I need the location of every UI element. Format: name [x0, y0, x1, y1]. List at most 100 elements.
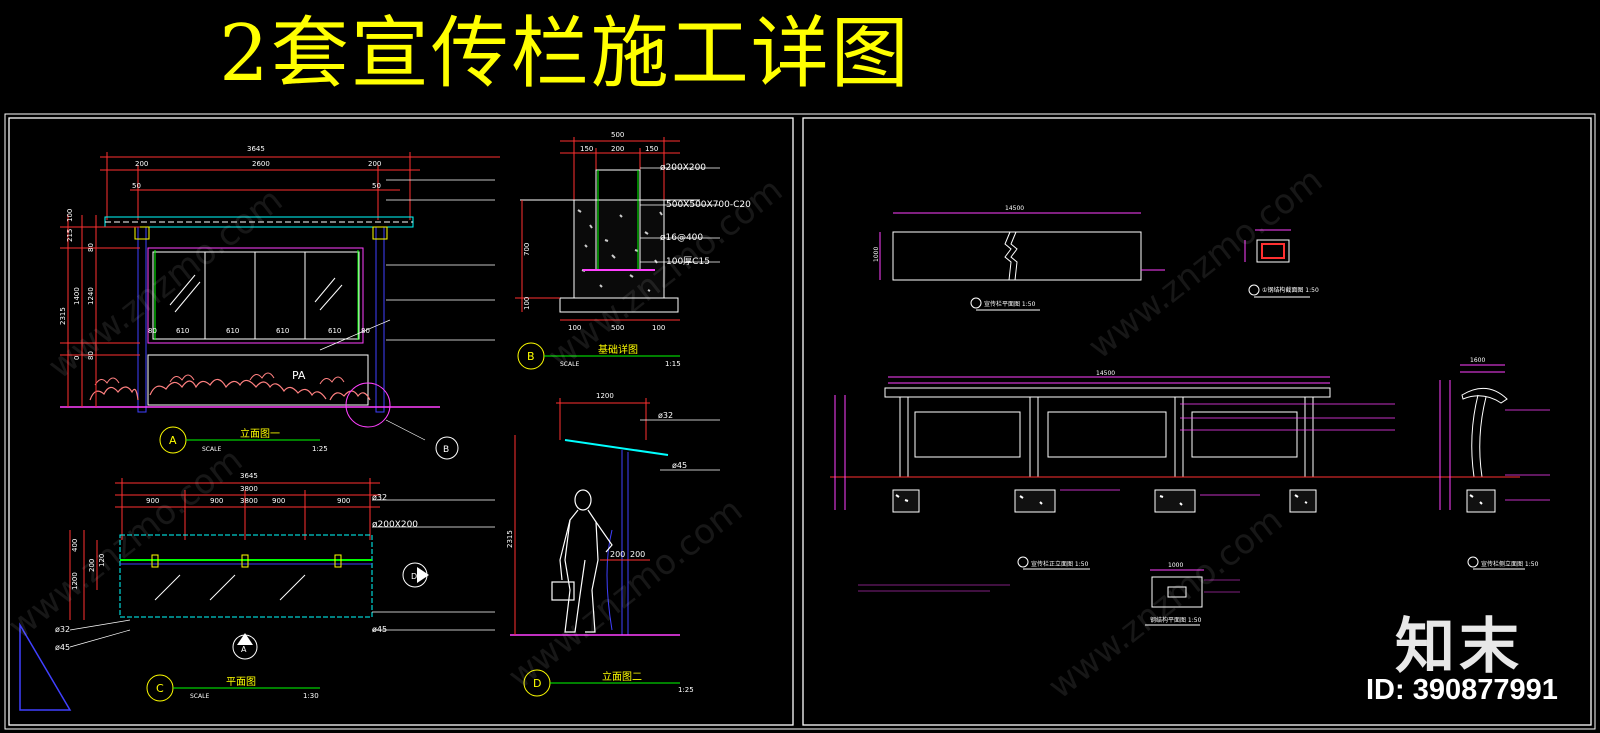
- elevation-1-text: 3645 200 2600 200 50 50 100 215 80 1240 …: [59, 145, 449, 455]
- dim-p4: 610: [276, 327, 289, 335]
- watermark-logo: 知末: [1395, 612, 1523, 682]
- dim-p2: 610: [176, 327, 189, 335]
- dim-p3: 610: [226, 327, 239, 335]
- elevation-2: [510, 398, 720, 697]
- dim-100: 100: [66, 209, 74, 222]
- label-pa: PA: [292, 369, 306, 382]
- plan-200: 200: [88, 559, 96, 572]
- fnd-b100a: 100: [568, 324, 581, 332]
- right-side-elevation: [1410, 364, 1550, 570]
- fnd-700: 700: [523, 243, 531, 256]
- marker-a: A: [169, 434, 177, 447]
- dim-200b: 200: [368, 160, 381, 168]
- fnd-100: 100: [523, 297, 531, 310]
- right-top-beam: [879, 212, 1165, 311]
- fnd-scale-word: SCALE: [560, 361, 579, 368]
- drawing-title: 2套宣传栏施工详图: [219, 9, 911, 99]
- plan-view: [19, 478, 495, 711]
- right-sheet-text: 14500 1000 宣传栏平面图 1:50 ①钢结构截面图 1:50 1450…: [873, 205, 1539, 624]
- elev2-scale: 1:25: [678, 686, 694, 694]
- dim-p6: 80: [361, 327, 370, 335]
- marker-c: C: [156, 682, 164, 695]
- dim-3645: 3645: [247, 145, 265, 153]
- outer-frame: [4, 113, 1596, 730]
- elev1-scale-word: SCALE: [202, 446, 221, 453]
- plan-900b: 900: [210, 497, 223, 505]
- right-sheet-frame: [802, 117, 1592, 726]
- fnd-note-3: ø16@400: [660, 233, 703, 243]
- plan-3800a: 3800: [240, 485, 258, 493]
- watermark-id: ID: 390877991: [1366, 674, 1558, 706]
- right-front-elevation: [830, 376, 1410, 592]
- ref-b: B: [443, 445, 449, 455]
- section-caption: ①钢结构截面图 1:50: [1262, 286, 1319, 294]
- plan-400: 400: [71, 539, 79, 552]
- plan-note-4: ø45: [55, 643, 70, 652]
- elev2-200b: 200: [630, 550, 645, 559]
- elev2-note-1: ø32: [658, 411, 673, 420]
- dim-p1: 80: [148, 327, 157, 335]
- elev2-1200: 1200: [596, 392, 614, 400]
- marker-d: D: [533, 677, 541, 690]
- svg-text:www.znzmo.com: www.znzmo.com: [1, 440, 250, 647]
- fnd-b100b: 100: [652, 324, 665, 332]
- front-dim: 14500: [1096, 370, 1115, 377]
- plan-ref-d: D: [411, 572, 417, 581]
- dim-0: 0: [73, 356, 81, 360]
- plan-name: 平面图: [226, 676, 256, 688]
- dim-215: 215: [66, 229, 74, 242]
- plan-note-1: ø32: [372, 493, 387, 502]
- fnd-note-2: 500X500X700-C20: [666, 200, 751, 210]
- plan-note-2: ø200X200: [372, 520, 418, 530]
- right-small-section: [1244, 229, 1310, 298]
- dim-50b: 50: [372, 182, 381, 190]
- elev2-name: 立面图二: [602, 670, 642, 683]
- plan-ref-a: A: [241, 645, 247, 654]
- svg-text:www.znzmo.com: www.znzmo.com: [41, 180, 290, 387]
- dim-p5: 610: [328, 327, 341, 335]
- beam-caption: 宣传栏平面图 1:50: [984, 300, 1036, 308]
- beam-side: 1000: [873, 247, 880, 262]
- foundation-detail: [515, 137, 720, 370]
- fnd-150b: 150: [645, 145, 658, 153]
- plan-scale: 1:30: [303, 692, 319, 700]
- plan-scale-word: SCALE: [190, 693, 209, 700]
- fnd-500: 500: [611, 131, 624, 139]
- side-caption: 宣传栏侧立面图 1:50: [1481, 560, 1539, 568]
- left-sheet-frame: [8, 117, 794, 726]
- plan-120: 120: [98, 554, 106, 567]
- elev2-note-2: ø45: [672, 461, 687, 470]
- right-plan-small: [1145, 569, 1240, 626]
- front-caption: 宣传栏正立面图 1:50: [1031, 560, 1089, 568]
- fnd-name: 基础详图: [598, 343, 638, 356]
- elevation-2-text: 1200 2315 200 200 ø32 ø45 D 立面图二 1:25: [506, 392, 694, 694]
- side-dim: 1600: [1470, 357, 1485, 364]
- elev2-2315: 2315: [506, 530, 514, 548]
- fnd-scale: 1:15: [665, 360, 681, 368]
- svg-text:www.znzmo.com: www.znzmo.com: [501, 490, 750, 697]
- plan-text: 3645 3800 900 900 3800 900 900 400 200 1…: [55, 472, 418, 700]
- elevation-1: [60, 152, 500, 460]
- plan-900c: 900: [272, 497, 285, 505]
- svg-text:www.znzmo.com: www.znzmo.com: [1041, 500, 1290, 707]
- dim-200a: 200: [135, 160, 148, 168]
- plan-1200: 1200: [71, 572, 79, 590]
- dim-1400: 1400: [73, 287, 81, 305]
- plan-small-caption: 钢结构平面图 1:50: [1150, 616, 1202, 624]
- plan-3645: 3645: [240, 472, 258, 480]
- plan-900d: 900: [337, 497, 350, 505]
- fnd-b500: 500: [611, 324, 624, 332]
- dim-2315: 2315: [59, 307, 67, 325]
- plan-3800b: 3800: [240, 497, 258, 505]
- fnd-200: 200: [611, 145, 624, 153]
- dim-50a: 50: [132, 182, 141, 190]
- dim-80a: 80: [87, 243, 95, 252]
- plan-small-dim: 1000: [1168, 562, 1183, 569]
- marker-b: B: [527, 350, 535, 363]
- elev2-200a: 200: [610, 550, 625, 559]
- dim-2600: 2600: [252, 160, 270, 168]
- dim-1240: 1240: [87, 287, 95, 305]
- fnd-note-4: 100厚C15: [666, 256, 710, 267]
- plan-note-5: ø45: [372, 625, 387, 634]
